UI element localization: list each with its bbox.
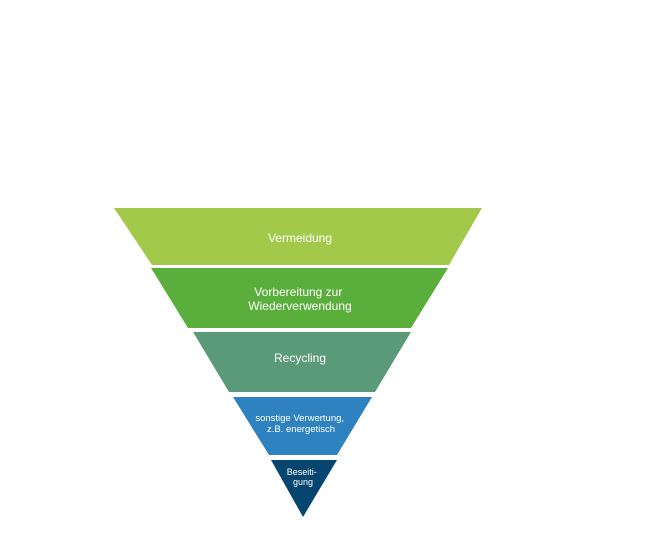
tier-sonstige-verwertung-label-line-1: sonstige Verwertung, [255,413,344,424]
tier-sonstige-verwertung: sonstige Verwertung, z.B. energetisch [233,397,372,455]
tier-vorbereitung: Vorbereitung zur Wiederverwendung [151,268,448,328]
tier-recycling-label-line-1: Recycling [274,351,326,365]
tier-sonstige-verwertung-shape [233,397,372,455]
tier-vorbereitung-label-line-2: Wiederverwendung [248,299,351,313]
tier-vermeidung: Vermeidung [114,208,482,265]
tier-recycling-label: Recycling [274,351,326,365]
tier-beseitigung-label: Beseiti- gung [287,467,320,487]
tier-sonstige-verwertung-label-line-2: z.B. energetisch [267,424,335,435]
tier-vermeidung-label-line-1: Vermeidung [268,231,332,245]
tier-beseitigung-shape [271,460,337,517]
tier-vorbereitung-label: Vorbereitung zur Wiederverwendung [248,285,351,313]
tier-recycling-shape [193,332,411,392]
tier-beseitigung-label-line-1: Beseiti- [287,467,317,477]
tier-beseitigung-label-line-2: gung [293,477,313,487]
tier-vermeidung-label: Vermeidung [268,231,332,245]
tier-beseitigung: Beseiti- gung [271,460,337,517]
tier-vermeidung-shape [114,208,482,265]
tier-vorbereitung-label-line-1: Vorbereitung zur [254,285,342,299]
tier-sonstige-verwertung-label: sonstige Verwertung, z.B. energetisch [255,413,346,435]
tier-vorbereitung-shape [151,268,448,328]
tier-recycling: Recycling [193,332,411,392]
